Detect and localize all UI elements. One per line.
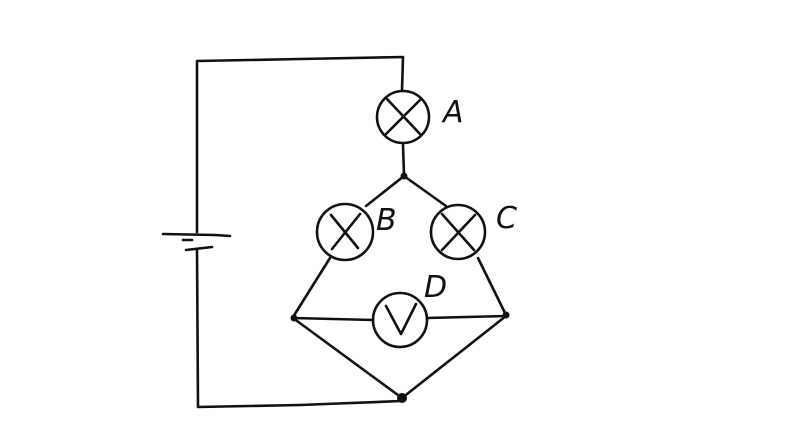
lamp-d-icon [371,291,429,349]
node-right [502,311,510,319]
wire-node-to-c [402,174,448,208]
junction-nodes [290,172,510,403]
lamp-c-icon [429,203,487,261]
wire-node-to-b [364,174,406,208]
wire-c-to-right-node [476,256,508,317]
node-left [290,314,298,322]
wires [195,55,508,409]
wire-left-to-d [291,316,375,322]
node-top [400,172,408,180]
battery-long-plate [161,232,232,238]
lamp-a-label: A [441,95,464,130]
wire-left-to-bottom [291,316,404,400]
lamp-b-icon [315,202,375,262]
battery-short-plate [184,245,214,252]
wire-right-to-bottom [400,314,508,400]
node-bottom [397,393,407,403]
lamp-b-label: B [376,203,397,238]
wire-left-bottom [195,248,404,409]
lamp-c-label: C [496,201,517,236]
wire-a-to-node [401,143,406,177]
wire-d-to-right [425,314,508,320]
lamp-a-icon [375,89,431,145]
wire-b-to-left-node [291,256,332,319]
lamp-d-label: D [424,270,447,305]
wire-left-top [195,55,405,234]
battery-icon [161,232,232,252]
